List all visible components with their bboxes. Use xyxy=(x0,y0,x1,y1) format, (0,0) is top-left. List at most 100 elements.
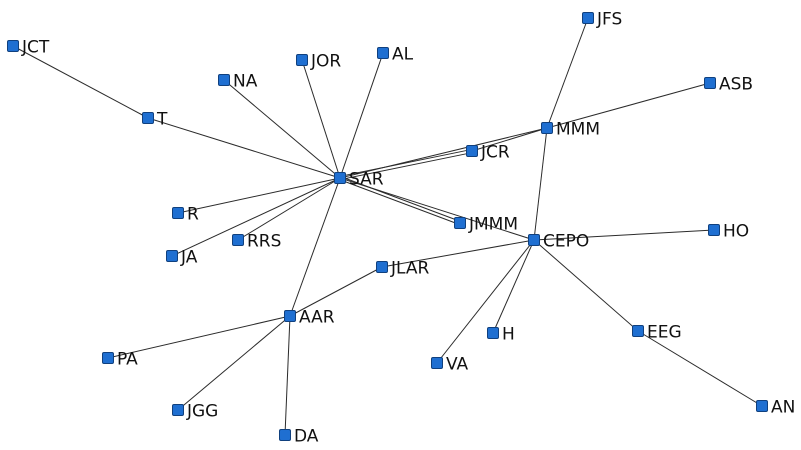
node-label-rrs: RRS xyxy=(247,232,281,252)
node-marker-al[interactable] xyxy=(377,47,389,59)
edge-sar-jcr xyxy=(340,152,473,181)
node-label-eeg: EEG xyxy=(647,323,682,343)
node-marker-jfs[interactable] xyxy=(582,12,594,24)
node-marker-ho[interactable] xyxy=(708,224,720,236)
node-label-jgg: JGG xyxy=(186,402,218,422)
node-al[interactable]: AL xyxy=(377,45,414,65)
node-marker-mmm[interactable] xyxy=(541,122,553,134)
node-marker-r[interactable] xyxy=(172,207,184,219)
edge-al-sar xyxy=(339,52,384,179)
edges-layer xyxy=(12,17,763,436)
edge-mmm-asb xyxy=(546,82,711,129)
edge-na-sar xyxy=(223,79,341,179)
node-label-mmm: MMM xyxy=(556,120,600,140)
node-da[interactable]: DA xyxy=(279,427,319,447)
node-label-va: VA xyxy=(446,355,469,375)
node-label-jor: JOR xyxy=(310,52,341,72)
node-label-sar: SAR xyxy=(349,170,384,190)
node-jmmm[interactable]: JMMM xyxy=(454,215,519,235)
node-marker-jlar[interactable] xyxy=(376,261,388,273)
node-label-r: R xyxy=(187,205,199,225)
node-marker-da[interactable] xyxy=(279,429,291,441)
node-marker-aar[interactable] xyxy=(284,310,296,322)
node-marker-pa[interactable] xyxy=(102,352,114,364)
node-jcr[interactable]: JCR xyxy=(466,143,510,163)
node-h[interactable]: H xyxy=(487,325,515,345)
edge-jor-sar xyxy=(301,59,341,179)
node-label-aar: AAR xyxy=(299,308,335,328)
node-eeg[interactable]: EEG xyxy=(632,323,682,343)
node-marker-an[interactable] xyxy=(756,400,768,412)
edge-jct-t xyxy=(12,45,149,119)
node-an[interactable]: AN xyxy=(756,398,796,418)
edge-sar-jmmm xyxy=(339,179,460,225)
edge-aar-da xyxy=(284,315,291,436)
edge-sar-jmmm xyxy=(340,176,461,222)
edge-sar-cepo xyxy=(339,177,535,241)
edge-jcr-mmm xyxy=(471,127,548,152)
edge-cepo-jlar xyxy=(381,239,535,268)
edge-aar-jlar xyxy=(289,266,383,317)
node-marker-asb[interactable] xyxy=(704,77,716,89)
edge-sar-aar xyxy=(289,177,341,317)
node-pa[interactable]: PA xyxy=(102,350,139,370)
node-label-ja: JA xyxy=(180,248,198,268)
edge-aar-jgg xyxy=(177,315,291,411)
node-label-jmmm: JMMM xyxy=(468,215,518,235)
node-t[interactable]: T xyxy=(142,110,169,130)
edge-sar-mmm xyxy=(339,127,548,179)
nodes-layer: JCT T NA JOR AL SAR R RRS JA JCR JMMM MMM JFS ASB CEPO… xyxy=(7,10,796,447)
node-label-t: T xyxy=(156,110,168,130)
node-marker-jgg[interactable] xyxy=(172,404,184,416)
node-marker-jor[interactable] xyxy=(296,54,308,66)
node-label-an: AN xyxy=(771,398,795,418)
edge-rrs-sar xyxy=(237,177,341,241)
node-label-h: H xyxy=(502,325,515,345)
node-ho[interactable]: HO xyxy=(708,222,750,242)
node-label-jcr: JCR xyxy=(480,143,510,163)
edge-sar-jcr xyxy=(339,148,472,177)
node-r[interactable]: R xyxy=(172,205,200,225)
node-label-asb: ASB xyxy=(719,75,753,95)
node-jlar[interactable]: JLAR xyxy=(376,259,430,279)
node-label-cepo: CEPO xyxy=(543,232,589,252)
node-va[interactable]: VA xyxy=(431,355,469,375)
edge-eeg-an xyxy=(637,330,763,407)
node-label-pa: PA xyxy=(117,350,138,370)
node-cepo[interactable]: CEPO xyxy=(528,232,590,252)
node-marker-h[interactable] xyxy=(487,327,499,339)
node-marker-rrs[interactable] xyxy=(232,234,244,246)
node-marker-t[interactable] xyxy=(142,112,154,124)
node-marker-va[interactable] xyxy=(431,357,443,369)
edge-aar-pa xyxy=(107,315,291,359)
edge-cepo-eeg xyxy=(533,239,639,332)
node-jct[interactable]: JCT xyxy=(7,38,50,58)
node-label-na: NA xyxy=(233,72,258,92)
node-marker-na[interactable] xyxy=(218,74,230,86)
edge-ja-sar xyxy=(171,177,341,257)
node-rrs[interactable]: RRS xyxy=(232,232,282,252)
edge-mmm-cepo xyxy=(533,127,548,241)
node-sar[interactable]: SAR xyxy=(334,170,384,190)
node-marker-cepo[interactable] xyxy=(528,234,540,246)
node-jfs[interactable]: JFS xyxy=(582,10,623,30)
node-marker-jct[interactable] xyxy=(7,40,19,52)
node-mmm[interactable]: MMM xyxy=(541,120,601,140)
node-na[interactable]: NA xyxy=(218,72,258,92)
edge-r-sar xyxy=(177,177,341,214)
node-asb[interactable]: ASB xyxy=(704,75,754,95)
node-jor[interactable]: JOR xyxy=(296,52,342,72)
node-aar[interactable]: AAR xyxy=(284,308,335,328)
node-marker-ja[interactable] xyxy=(166,250,178,262)
node-marker-sar[interactable] xyxy=(334,172,346,184)
node-marker-jmmm[interactable] xyxy=(454,217,466,229)
edge-mmm-jfs xyxy=(546,17,589,129)
node-jgg[interactable]: JGG xyxy=(172,402,219,422)
node-label-jfs: JFS xyxy=(596,10,622,30)
node-marker-jcr[interactable] xyxy=(466,145,478,157)
node-ja[interactable]: JA xyxy=(166,248,198,268)
edge-cepo-ho xyxy=(533,229,715,241)
node-marker-eeg[interactable] xyxy=(632,325,644,337)
